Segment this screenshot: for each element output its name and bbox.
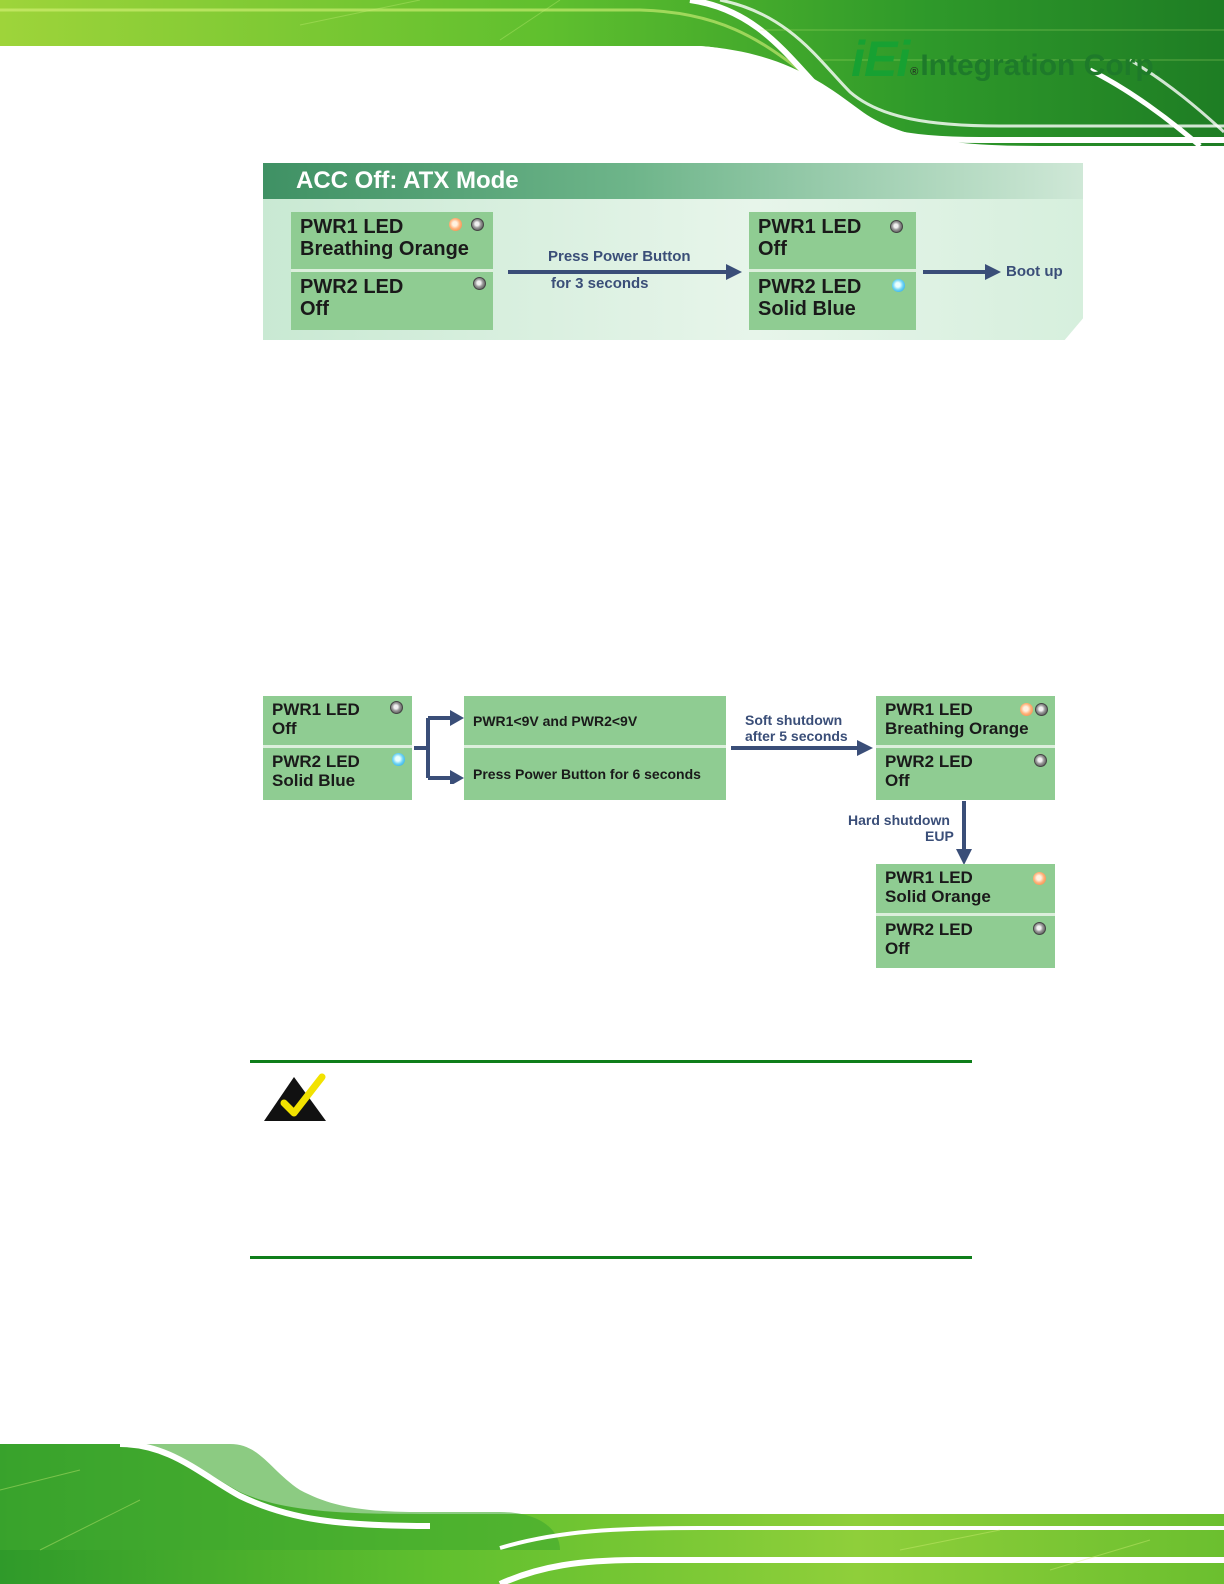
atx-before-pwr2-box: PWR2 LED Off <box>291 272 493 330</box>
footer-banner <box>0 1441 1224 1584</box>
soft-state-pwr1-box: PWR1 LED Breathing Orange <box>876 696 1055 748</box>
note-top-rule <box>250 1060 972 1063</box>
led-name: PWR1 LED <box>300 216 404 238</box>
logo-company-name: Integration Corp. <box>920 49 1162 82</box>
orange-led-icon <box>449 218 462 231</box>
note-check-icon <box>264 1073 326 1121</box>
gray-led-icon <box>473 277 486 290</box>
soft-shutdown-label-1: Soft shutdown <box>745 712 843 728</box>
atx-action-label-1: Press Power Button <box>548 248 691 265</box>
gray-led-icon <box>890 220 903 233</box>
panel-corner-cut <box>1063 316 1085 342</box>
hard-shutdown-label-1: Hard shutdown <box>848 812 950 828</box>
condition-power-button: Press Power Button for 6 seconds <box>464 748 726 800</box>
right-arrow-icon <box>731 740 873 756</box>
hard-shutdown-label-2: EUP <box>925 828 954 844</box>
gray-led-icon <box>1034 754 1047 767</box>
led-name: PWR1 LED <box>885 700 973 719</box>
atx-after-pwr1-box: PWR1 LED Off <box>749 212 916 272</box>
condition-low-voltage: PWR1<9V and PWR2<9V <box>464 696 726 748</box>
led-name: PWR2 LED <box>885 752 973 771</box>
led-name: PWR2 LED <box>885 920 973 939</box>
led-state: Breathing Orange <box>885 719 1029 739</box>
blue-led-icon <box>392 753 405 766</box>
right-arrow-icon <box>508 264 742 280</box>
gray-led-icon <box>471 218 484 231</box>
led-name: PWR1 LED <box>758 216 862 238</box>
led-state: Off <box>885 771 910 791</box>
gray-led-icon <box>1035 703 1048 716</box>
logo-mark: iEi <box>851 31 910 87</box>
shutdown-start-pwr2-box: PWR2 LED Solid Blue <box>263 748 412 800</box>
atx-before-pwr1-box: PWR1 LED Breathing Orange <box>291 212 493 272</box>
logo-registered: ® <box>910 66 919 78</box>
soft-shutdown-label-2: after 5 seconds <box>745 728 848 744</box>
led-state: Off <box>300 298 329 321</box>
blue-led-icon <box>892 279 905 292</box>
hard-state-pwr1-box: PWR1 LED Solid Orange <box>876 864 1055 916</box>
led-state: Off <box>758 238 787 261</box>
gray-led-icon <box>390 701 403 714</box>
led-name: PWR1 LED <box>272 700 360 719</box>
led-state: Off <box>272 719 297 739</box>
led-state: Solid Blue <box>272 771 356 791</box>
led-name: PWR2 LED <box>300 276 404 298</box>
led-state: Solid Blue <box>758 298 856 321</box>
header-banner <box>0 0 1224 150</box>
branch-arrow-icon <box>414 710 464 784</box>
orange-led-icon <box>1020 703 1033 716</box>
down-arrow-icon <box>956 801 972 865</box>
note-bottom-rule <box>250 1256 972 1259</box>
atx-action-label-2: for 3 seconds <box>551 275 649 292</box>
hard-state-pwr2-box: PWR2 LED Off <box>876 916 1055 968</box>
gray-led-icon <box>1033 922 1046 935</box>
led-state: Breathing Orange <box>300 238 469 261</box>
atx-mode-title: ACC Off: ATX Mode <box>263 163 1083 199</box>
led-name: PWR1 LED <box>885 868 973 887</box>
orange-led-icon <box>1033 872 1046 885</box>
led-state: Off <box>885 939 910 959</box>
atx-result-label: Boot up <box>1006 263 1063 280</box>
led-state: Solid Orange <box>885 887 991 907</box>
right-arrow-icon <box>923 264 1001 280</box>
soft-state-pwr2-box: PWR2 LED Off <box>876 748 1055 800</box>
company-logo: iEi ® Integration Corp. <box>851 34 1162 84</box>
shutdown-start-pwr1-box: PWR1 LED Off <box>263 696 412 748</box>
led-name: PWR2 LED <box>272 752 360 771</box>
atx-after-pwr2-box: PWR2 LED Solid Blue <box>749 272 916 330</box>
led-name: PWR2 LED <box>758 276 862 298</box>
